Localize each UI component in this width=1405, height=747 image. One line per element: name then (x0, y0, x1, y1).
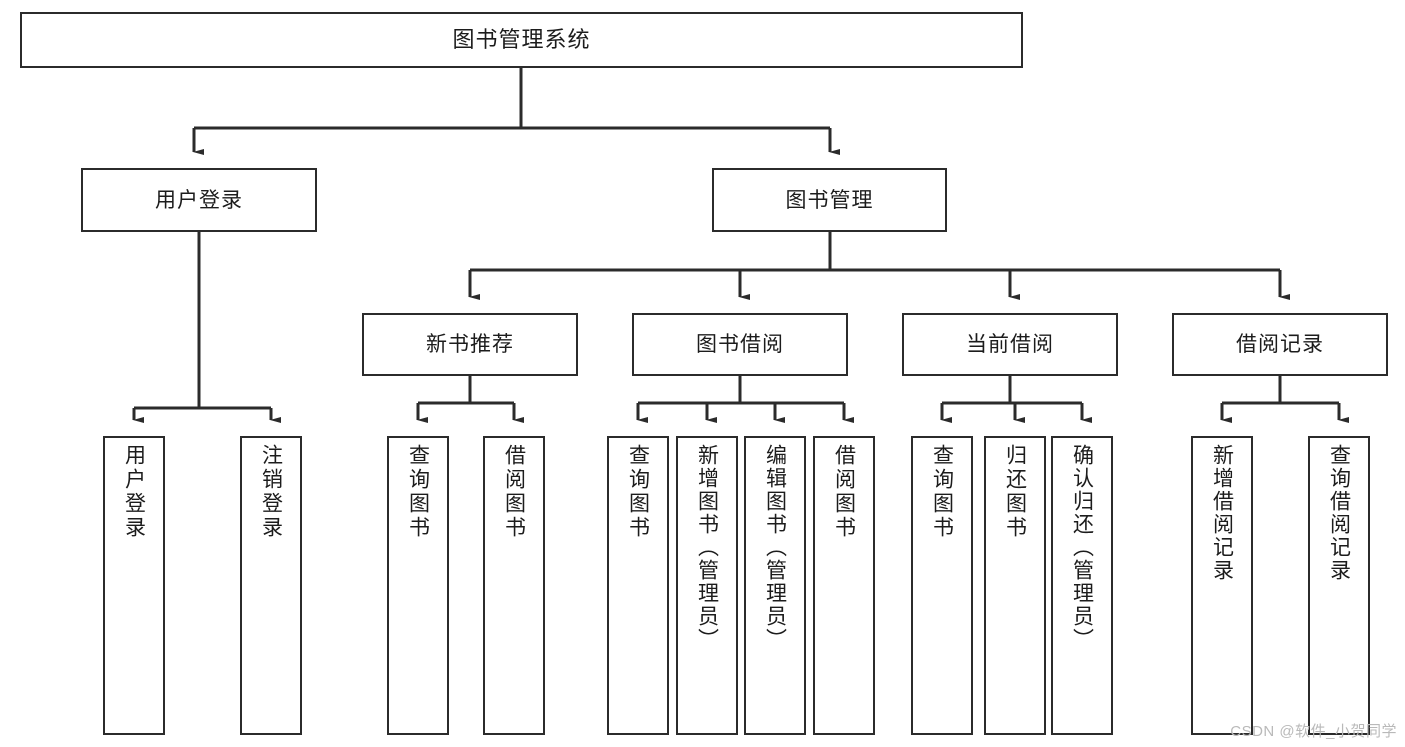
node-leaf-query-borrow-record[interactable]: 查询借阅记录 (1308, 436, 1370, 735)
node-leaf-user-login-label: 用户登录 (122, 444, 146, 540)
node-leaf-borrow-book-2[interactable]: 借阅图书 (813, 436, 875, 735)
node-leaf-borrow-book-1-label: 借阅图书 (502, 444, 526, 540)
node-leaf-query-borrow-record-label: 查询借阅记录 (1327, 444, 1351, 582)
node-book-management[interactable]: 图书管理 (712, 168, 947, 232)
node-leaf-borrow-book-2-label: 借阅图书 (832, 444, 856, 540)
node-borrow-record[interactable]: 借阅记录 (1172, 313, 1388, 376)
node-leaf-add-borrow-record-label: 新增借阅记录 (1210, 444, 1234, 582)
node-borrow-record-label: 借阅记录 (1236, 333, 1324, 356)
node-leaf-add-borrow-record[interactable]: 新增借阅记录 (1191, 436, 1253, 735)
node-leaf-edit-book-admin-label: 编辑图书（管理员） (763, 444, 787, 651)
node-leaf-query-book-1-label: 查询图书 (406, 444, 430, 540)
watermark: CSDN @软件_小贺同学 (1230, 723, 1397, 740)
node-book-management-label: 图书管理 (785, 188, 874, 212)
node-root[interactable]: 图书管理系统 (20, 12, 1023, 68)
node-leaf-query-book-3[interactable]: 查询图书 (911, 436, 973, 735)
node-current-borrow-label: 当前借阅 (966, 333, 1054, 356)
node-leaf-user-login[interactable]: 用户登录 (103, 436, 165, 735)
node-leaf-return-book-label: 归还图书 (1003, 444, 1027, 540)
node-leaf-return-book[interactable]: 归还图书 (984, 436, 1046, 735)
node-current-borrow[interactable]: 当前借阅 (902, 313, 1118, 376)
node-leaf-borrow-book-1[interactable]: 借阅图书 (483, 436, 545, 735)
node-leaf-query-book-2-label: 查询图书 (626, 444, 650, 540)
node-leaf-confirm-return[interactable]: 确认归还（管理员） (1051, 436, 1113, 735)
node-leaf-confirm-return-label: 确认归还（管理员） (1070, 444, 1094, 651)
node-new-book-recommend-label: 新书推荐 (426, 333, 514, 356)
node-leaf-add-book-admin[interactable]: 新增图书（管理员） (676, 436, 738, 735)
node-leaf-logout[interactable]: 注销登录 (240, 436, 302, 735)
node-user-login-label: 用户登录 (155, 188, 243, 212)
node-leaf-query-book-3-label: 查询图书 (930, 444, 954, 540)
node-leaf-edit-book-admin[interactable]: 编辑图书（管理员） (744, 436, 806, 735)
node-leaf-query-book-2[interactable]: 查询图书 (607, 436, 669, 735)
node-leaf-query-book-1[interactable]: 查询图书 (387, 436, 449, 735)
node-user-login[interactable]: 用户登录 (81, 168, 317, 232)
node-book-borrow[interactable]: 图书借阅 (632, 313, 848, 376)
node-book-borrow-label: 图书借阅 (696, 333, 784, 356)
node-root-label: 图书管理系统 (452, 27, 591, 52)
node-new-book-recommend[interactable]: 新书推荐 (362, 313, 578, 376)
node-leaf-logout-label: 注销登录 (259, 444, 283, 540)
node-leaf-add-book-admin-label: 新增图书（管理员） (695, 444, 719, 651)
